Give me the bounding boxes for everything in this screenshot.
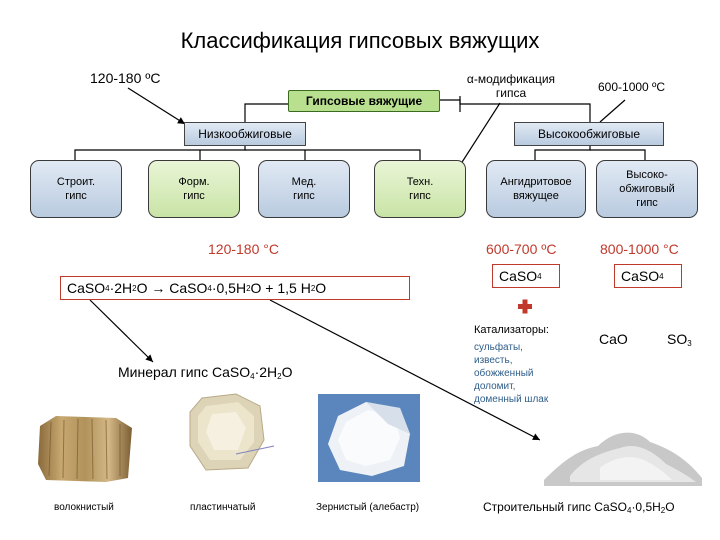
cao-label: CaO (599, 331, 628, 347)
granular-alabaster-photo (318, 394, 420, 482)
fibrous-label: волокнистый (54, 502, 114, 513)
leaf-molding-gypsum: Форм. гипс (148, 160, 240, 218)
high-temp-note: 600-1000 ºС (598, 80, 666, 94)
plus-icon (518, 299, 532, 314)
leaf-high-fired-gypsum: Высоко- обжиговый гипс (596, 160, 698, 218)
building-gypsum-powder-photo (540, 420, 705, 492)
leaf-medical-gypsum: Мед. гипс (258, 160, 350, 218)
fibrous-gypsum-photo (36, 412, 134, 484)
reaction-temperature: 120-180 °С (208, 241, 279, 257)
low-fired-node: Низкообжиговые (184, 122, 306, 146)
alpha-modification-note: α-модификация гипса (466, 72, 556, 100)
leaf-technical-gypsum: Техн. гипс (374, 160, 466, 218)
root-node: Гипсовые вяжущие (288, 90, 440, 112)
mineral-gypsum-label: Минерал гипс CaSO4·2H2O (118, 364, 293, 381)
high-fired-temperature: 800-1000 °С (600, 241, 679, 257)
leaf-anhydrite-binder: Ангидритовое вяжущее (486, 160, 586, 218)
building-gypsum-label: Строительный гипс CaSO4·0,5H2O (483, 500, 675, 515)
lamellar-gypsum-photo (176, 384, 276, 484)
high-fired-node: Высокообжиговые (514, 122, 664, 146)
lamellar-label: пластинчатый (190, 502, 256, 513)
so3-label: SO3 (667, 331, 692, 348)
catalysts-title: Катализаторы: (474, 324, 549, 336)
granular-label: Зернистый (алебастр) (316, 502, 420, 513)
page-title: Классификация гипсовых вяжущих (180, 28, 540, 53)
anhydrite-temperature: 600-700 ºС (486, 241, 557, 257)
low-temp-note: 120-180 ºС (90, 70, 161, 86)
leaf-building-gypsum: Строит. гипс (30, 160, 122, 218)
catalysts-list: сульфаты, известь, обожженный доломит, д… (474, 342, 549, 405)
